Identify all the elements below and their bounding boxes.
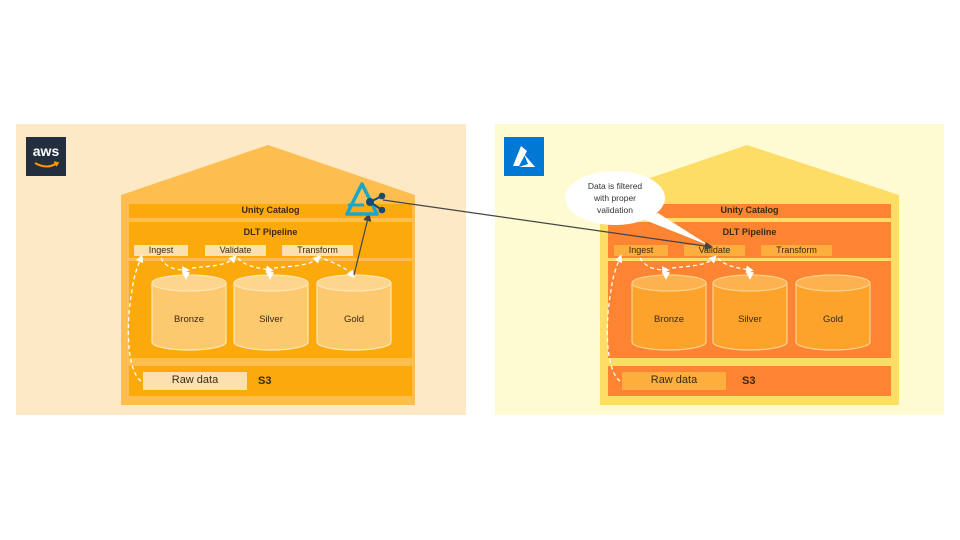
azure-bronze-label: Bronze — [653, 314, 685, 325]
aws-logo: aws — [26, 137, 66, 176]
aws-s3-label: S3 — [258, 375, 272, 387]
aws-step-transform: Transform — [282, 245, 353, 256]
azure-unity-catalog-label: Unity Catalog — [720, 205, 779, 215]
azure-unity-catalog-bar: Unity Catalog — [608, 204, 891, 218]
azure-bronze-table-icon — [631, 274, 707, 351]
azure-step-validate: Validate — [684, 245, 745, 256]
aws-raw-data-label: Raw data — [171, 374, 219, 386]
azure-step-transform: Transform — [761, 245, 832, 256]
aws-gold-table-icon — [316, 274, 392, 351]
aws-unity-catalog-bar: Unity Catalog — [129, 204, 412, 218]
azure-gold-label: Gold — [822, 314, 844, 325]
azure-raw-data-label: Raw data — [650, 374, 698, 386]
aws-logo-text: aws — [32, 143, 60, 159]
callout-line-2: with proper — [593, 193, 637, 203]
azure-step-ingest: Ingest — [614, 245, 668, 256]
aws-bronze-table-icon — [151, 274, 227, 351]
aws-dlt-pipeline-label: DLT Pipeline — [243, 227, 298, 237]
azure-pipeline-divider — [608, 258, 891, 261]
azure-silver-table-icon — [712, 274, 788, 351]
azure-s3-label: S3 — [742, 375, 756, 387]
callout-line-1: Data is filtered — [587, 181, 643, 191]
azure-logo — [504, 137, 544, 176]
azure-gold-table-icon — [795, 274, 871, 351]
aws-silver-table-icon — [233, 274, 309, 351]
azure-icon — [513, 146, 535, 167]
aws-step-ingest: Ingest — [134, 245, 188, 256]
azure-raw-data-box: Raw data — [622, 372, 726, 390]
aws-unity-catalog-label: Unity Catalog — [241, 205, 300, 215]
aws-silver-label: Silver — [259, 314, 283, 325]
aws-bronze-label: Bronze — [173, 314, 205, 325]
aws-raw-data-box: Raw data — [143, 372, 247, 390]
azure-silver-label: Silver — [738, 314, 762, 325]
aws-step-validate: Validate — [205, 245, 266, 256]
callout-line-3: validation — [597, 205, 633, 215]
aws-smile-icon — [34, 161, 60, 168]
delta-sharing-icon — [345, 182, 386, 216]
aws-gold-label: Gold — [343, 314, 365, 325]
azure-dlt-pipeline-label: DLT Pipeline — [722, 227, 777, 237]
aws-pipeline-divider — [129, 258, 412, 261]
